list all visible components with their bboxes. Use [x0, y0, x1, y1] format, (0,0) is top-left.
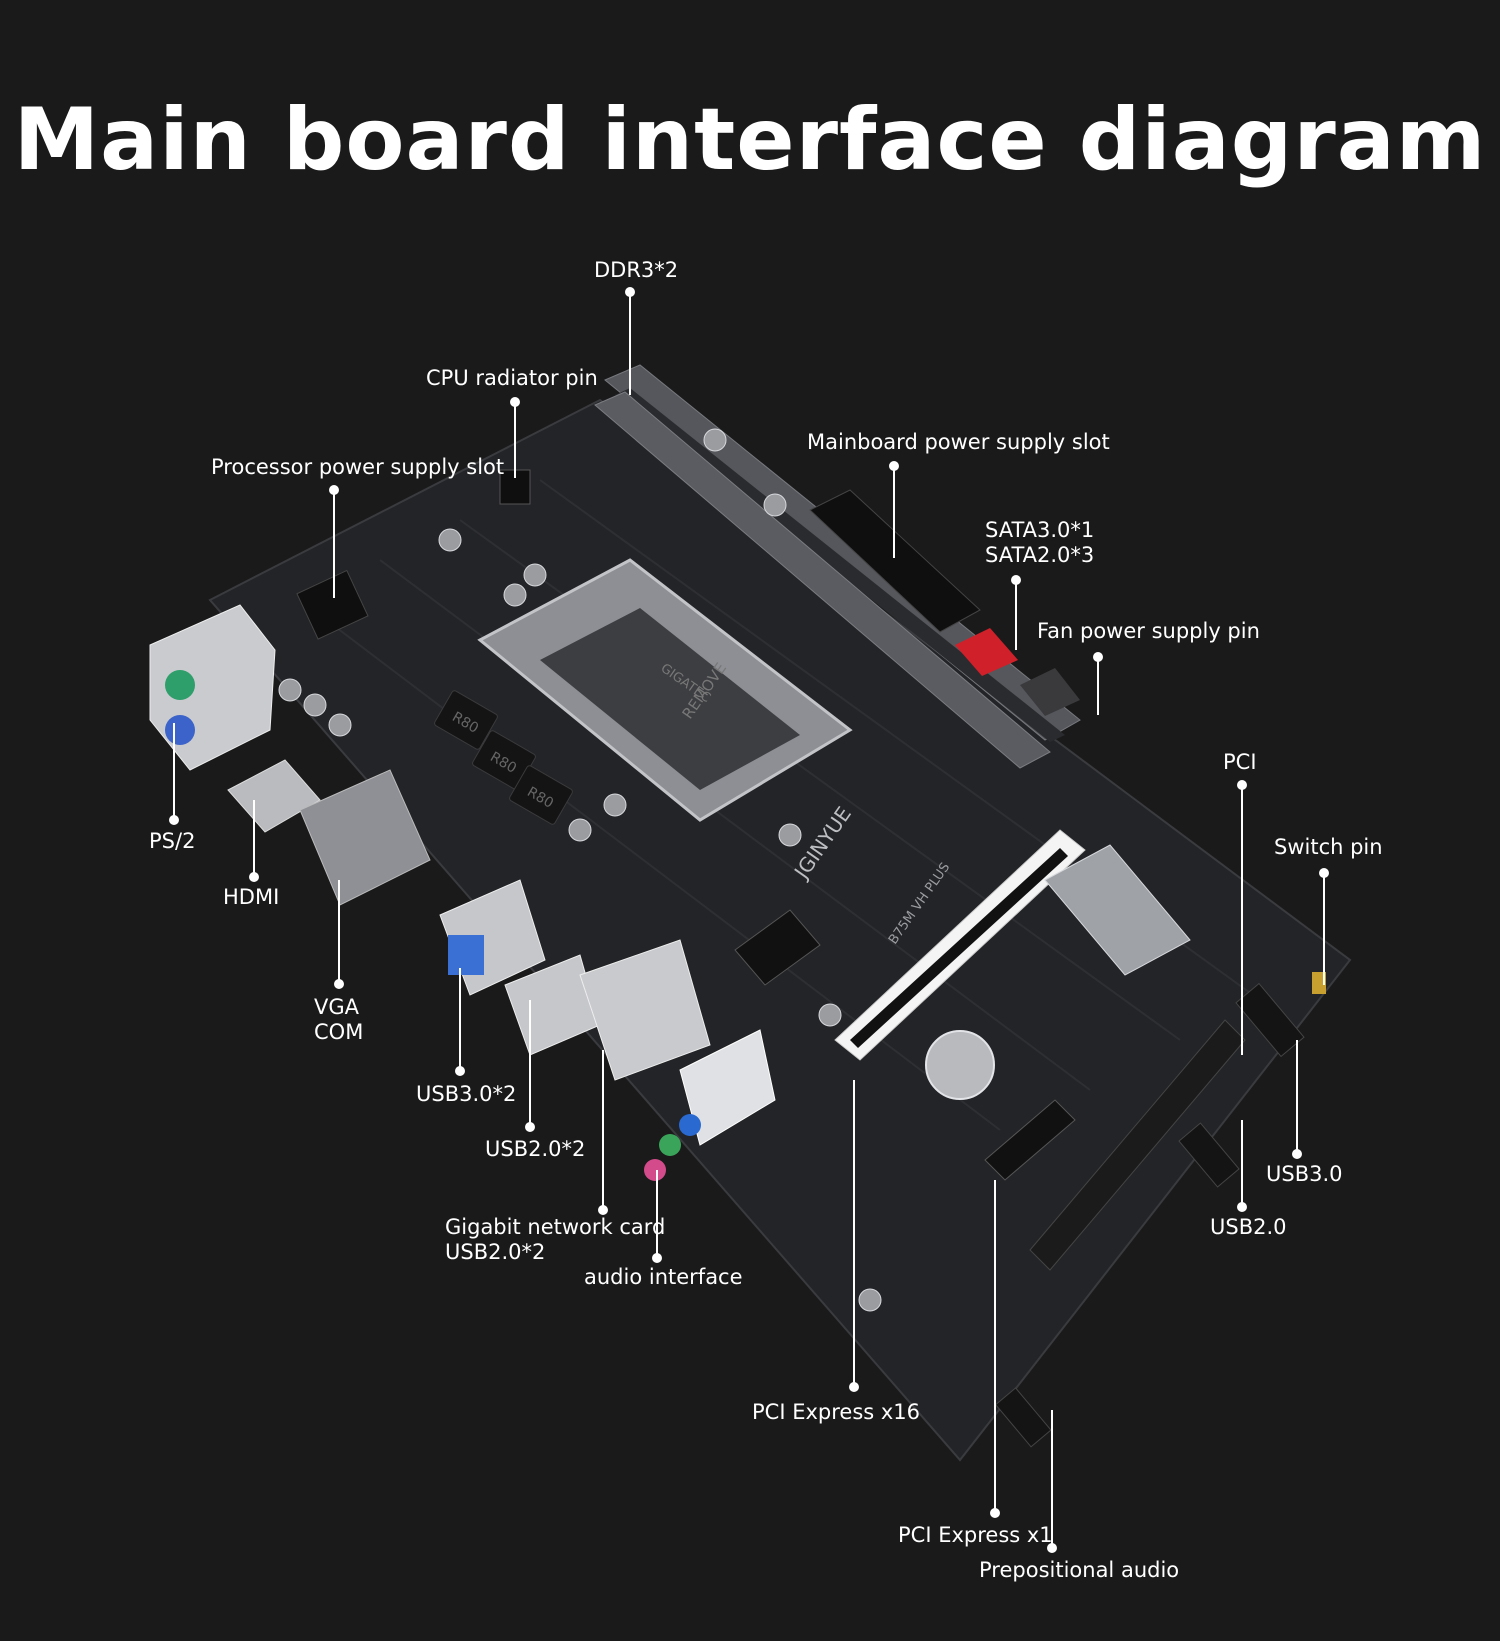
label-ddr3: DDR3*2 — [594, 258, 679, 282]
leader-pci — [1237, 780, 1247, 1055]
label-fan-power: Fan power supply pin — [1037, 619, 1260, 643]
rear-io — [149, 604, 776, 1181]
leader-fan-power — [1093, 652, 1103, 715]
label-switch-pin: Switch pin — [1274, 835, 1383, 859]
leader-audio-interface — [652, 1170, 662, 1263]
pcie-x1-slot — [984, 1099, 1076, 1181]
leader-sata — [1011, 575, 1021, 650]
page-title: Main board interface diagram — [13, 90, 1487, 190]
leader-prepositional-audio — [1047, 1410, 1057, 1553]
leader-processor-power — [329, 485, 339, 598]
label-usb30: USB3.0 — [1266, 1162, 1343, 1186]
switch-pin-header — [1312, 972, 1326, 994]
atx-24pin-connector — [809, 489, 981, 633]
leader-pcie-x16 — [849, 1080, 859, 1392]
leader-hdmi — [249, 800, 259, 882]
label-cpu-radiator-pin: CPU radiator pin — [426, 366, 598, 390]
label-sata-line1: SATA3.0*1 — [985, 518, 1095, 542]
label-hdmi: HDMI — [223, 885, 280, 909]
label-ps2: PS/2 — [149, 829, 196, 853]
label-sata-line2: SATA2.0*3 — [985, 543, 1095, 567]
sata-connector-grey — [1020, 668, 1080, 716]
cmos-battery — [925, 1030, 995, 1100]
leader-usb30 — [1292, 1040, 1302, 1159]
leader-gigabit — [598, 1050, 608, 1215]
chipset-heatsink — [1044, 844, 1191, 976]
vrm-inductors: R80 R80 R80 — [434, 690, 573, 825]
label-com: COM — [314, 1020, 364, 1044]
label-usb30x2: USB3.0*2 — [416, 1082, 517, 1106]
capacitors — [278, 428, 882, 1312]
label-pci: PCI — [1223, 750, 1257, 774]
label-prepositional-audio: Prepositional audio — [979, 1558, 1180, 1582]
leader-mainboard-power — [889, 461, 899, 558]
label-usb20x2: USB2.0*2 — [485, 1137, 586, 1161]
label-gigabit-line2: USB2.0*2 — [445, 1240, 546, 1264]
leader-usb20 — [1237, 1120, 1247, 1212]
label-vga-com: VGA COM — [314, 995, 363, 1045]
leader-usb20x2 — [525, 1000, 535, 1132]
leader-ddr3 — [625, 287, 635, 395]
pci-slot — [1029, 1019, 1246, 1271]
label-sata: SATA3.0*1 SATA2.0*3 — [985, 518, 1094, 568]
label-mainboard-power: Mainboard power supply slot — [807, 430, 1110, 454]
leader-cpu-radiator — [510, 397, 520, 478]
label-gigabit: Gigabit network card USB2.0*2 — [445, 1215, 665, 1265]
m2-slot — [734, 909, 821, 986]
usb2-header — [1178, 1122, 1240, 1188]
leader-ps2 — [169, 723, 179, 825]
cpu-8pin-connector — [296, 569, 369, 640]
label-pcie-x1: PCI Express x1 — [898, 1523, 1053, 1547]
sata-connector — [955, 628, 1018, 676]
cpu-socket: GIGATEC REMOVE — [477, 558, 853, 822]
label-processor-power: Processor power supply slot — [211, 455, 505, 479]
leader-vga-com — [334, 880, 344, 989]
label-pcie-x16: PCI Express x16 — [752, 1400, 921, 1424]
label-usb20: USB2.0 — [1210, 1215, 1287, 1239]
usb3-header — [1235, 982, 1305, 1058]
label-audio-interface: audio interface — [584, 1265, 743, 1289]
front-audio-header — [994, 1387, 1052, 1448]
label-vga: VGA — [314, 995, 360, 1019]
leader-usb30x2 — [455, 968, 465, 1076]
label-gigabit-line1: Gigabit network card — [445, 1215, 666, 1239]
leader-pcie-x1 — [990, 1180, 1000, 1518]
leader-switch-pin — [1319, 868, 1329, 985]
